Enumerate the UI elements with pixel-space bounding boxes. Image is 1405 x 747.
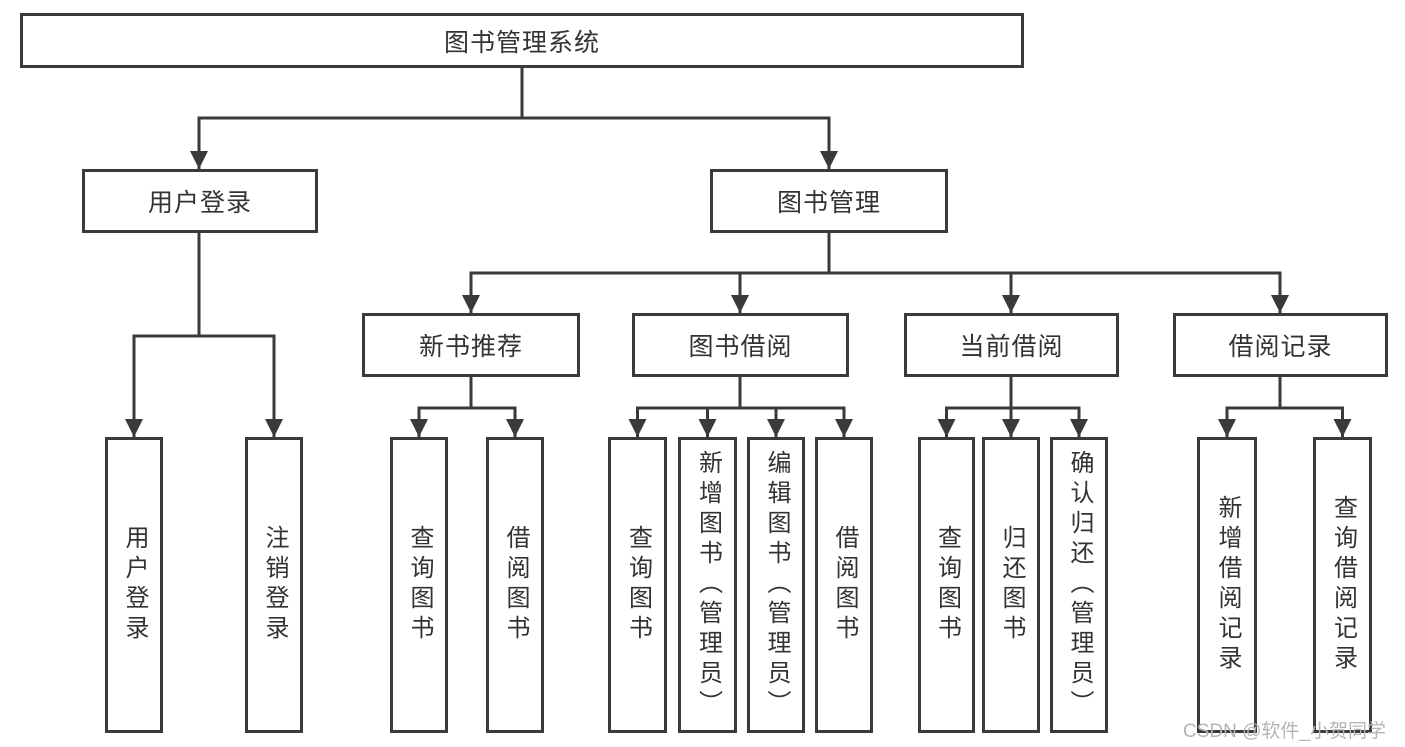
node-label: 借阅记录 [1228, 333, 1333, 361]
leaf-logout: 注销登录 [245, 437, 303, 733]
leaf-query-borrow-record: 查询借阅记录 [1313, 437, 1372, 733]
leaf-add-borrow-record: 新增借阅记录 [1197, 437, 1257, 733]
node-label: 图书借阅 [688, 333, 793, 361]
node-book-management: 图书管理 [710, 169, 948, 233]
node-label: 当前借阅 [959, 333, 1064, 361]
leaf-return-books: 归还图书 [982, 437, 1040, 733]
node-label: 新书推荐 [418, 333, 523, 361]
node-library-management-system: 图书管理系统 [20, 13, 1024, 68]
node-new-book-recommend: 新书推荐 [362, 313, 580, 377]
node-book-borrowing: 图书借阅 [632, 313, 849, 377]
node-label: 查询图书 [624, 525, 652, 645]
leaf-borrow-books-2: 借阅图书 [815, 437, 873, 733]
leaf-confirm-return-admin: 确认归还（管理员） [1050, 437, 1108, 733]
leaf-query-books-1: 查询图书 [390, 437, 448, 733]
node-label: 查询图书 [406, 525, 433, 645]
node-label: 新增借阅记录 [1214, 495, 1241, 675]
leaf-query-books-3: 查询图书 [918, 437, 975, 733]
node-label: 图书管理 [776, 189, 881, 217]
node-label: 归还图书 [998, 525, 1025, 645]
node-current-borrowing: 当前借阅 [904, 313, 1119, 377]
node-label: 新增图书（管理员） [694, 450, 722, 720]
node-label: 注销登录 [261, 525, 288, 645]
leaf-user-login: 用户登录 [105, 437, 163, 733]
leaf-query-books-2: 查询图书 [608, 437, 667, 733]
leaf-edit-books-admin: 编辑图书（管理员） [747, 437, 805, 733]
node-borrowing-records: 借阅记录 [1173, 313, 1388, 377]
node-user-login: 用户登录 [82, 169, 318, 233]
node-label: 编辑图书（管理员） [763, 450, 790, 720]
node-label: 图书管理系统 [443, 28, 600, 57]
node-label: 查询图书 [933, 525, 961, 645]
leaf-add-books-admin: 新增图书（管理员） [678, 437, 737, 733]
leaf-borrow-books-1: 借阅图书 [486, 437, 544, 733]
node-label: 查询借阅记录 [1329, 495, 1357, 675]
node-label: 借阅图书 [502, 525, 529, 645]
node-label: 借阅图书 [831, 525, 858, 645]
node-label: 用户登录 [147, 189, 252, 217]
node-label: 用户登录 [121, 525, 148, 645]
node-label: 确认归还（管理员） [1066, 450, 1093, 720]
csdn-watermark: CSDN @软件_小贺同学 [1183, 721, 1386, 742]
